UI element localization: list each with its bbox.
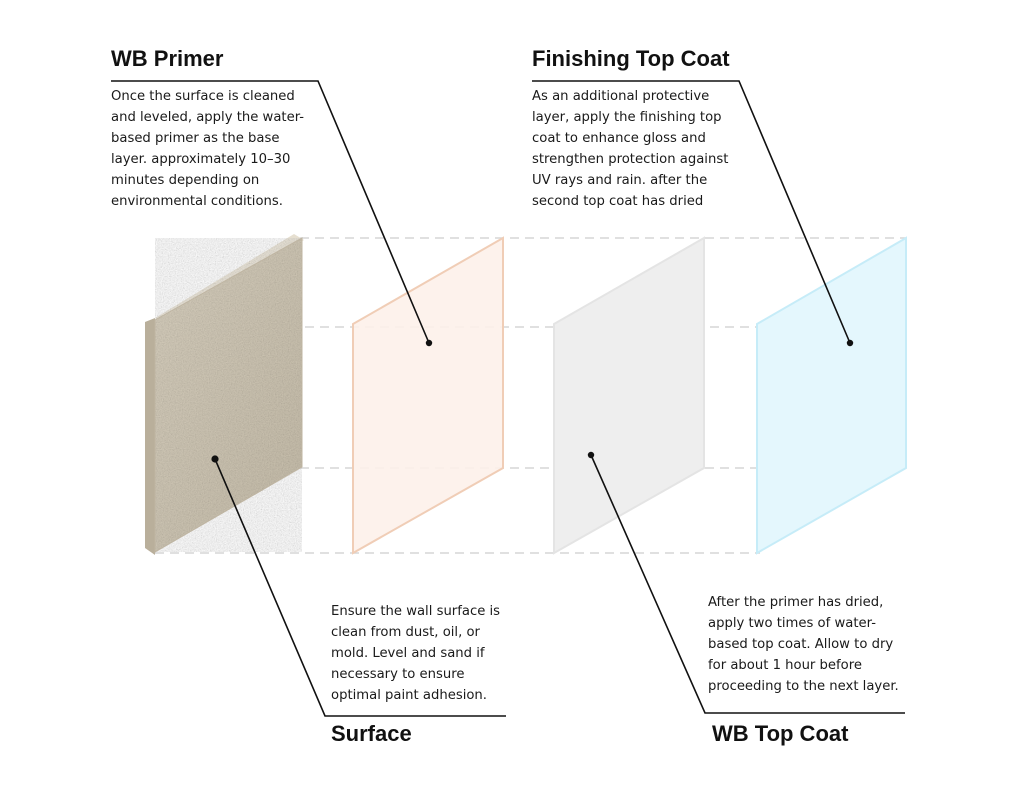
finish-description: As an additional protective layer, apply… [532,86,728,212]
finish-panel [756,236,907,555]
surface-description-line: optimal paint adhesion. [331,688,487,703]
surface-description-line: mold. Level and sand if [331,646,485,661]
finish-description-line: UV rays and rain. after the [532,173,708,188]
surface-panel [145,234,304,555]
surface-description-line: clean from dust, oil, or [331,625,480,640]
primer-description-line: based primer as the base [111,131,280,146]
finish-description-line: coat to enhance gloss and [532,131,706,146]
primer-panel [352,236,504,555]
finish-description-line: layer, apply the finishing top [532,110,722,125]
finish-description-line: second top coat has dried [532,194,704,209]
topcoat-description-line: After the primer has dried, [708,595,884,610]
primer-title: WB Primer [111,46,224,71]
topcoat-description-line: based top coat. Allow to dry [708,637,894,652]
finish-description-line: As an additional protective [532,89,710,104]
surface-title: Surface [331,721,412,746]
topcoat-leader [590,454,905,714]
topcoat-description: After the primer has dried, apply two ti… [708,592,899,697]
surface-description-line: necessary to ensure [331,667,465,682]
primer-dot [425,339,433,347]
topcoat-title: WB Top Coat [712,721,849,746]
primer-description-line: minutes depending on [111,173,260,188]
surface-description: Ensure the wall surface is clean from du… [331,601,500,706]
finish-leader [532,80,851,344]
topcoat-panel [553,236,705,555]
primer-description-line: Once the surface is cleaned [111,89,295,104]
primer-leader [111,80,430,344]
primer-description-line: environmental conditions. [111,194,283,209]
topcoat-description-line: apply two times of water- [708,616,876,631]
finish-dot [846,339,854,347]
primer-description-line: layer. approximately 10–30 [111,152,291,167]
callout-dots [211,339,854,463]
primer-description-line: and leveled, apply the water- [111,110,305,125]
callout-leaders [111,80,905,717]
surface-dot [211,455,219,463]
topcoat-dot [587,451,595,459]
surface-leader [214,458,506,717]
finish-description-line: strengthen protection against [532,152,729,167]
finish-title: Finishing Top Coat [532,46,730,71]
topcoat-description-line: proceeding to the next layer. [708,679,899,694]
surface-description-line: Ensure the wall surface is [331,604,501,619]
topcoat-description-line: for about 1 hour before [708,658,862,673]
primer-description: Once the surface is cleaned and leveled,… [111,86,304,212]
